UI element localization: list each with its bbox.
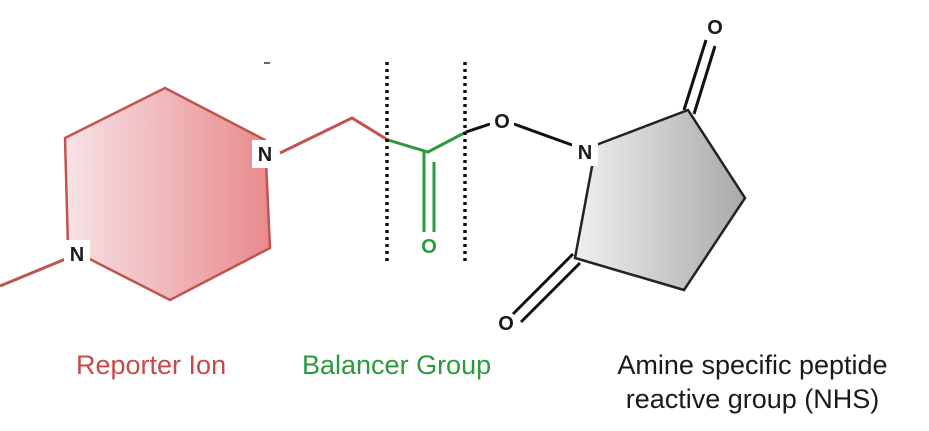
caption-amine-reactive-group: Amine specific peptide reactive group (N… [585,348,920,416]
reporter-linker-bond [279,116,389,155]
caption-amine-line2: reactive group (NHS) [625,384,880,414]
balancer-chain [387,130,467,154]
atom-n-nhs: N [578,142,592,164]
atom-o-nhs-bottom: O [498,313,514,335]
nhs-carbonyl-bottom-b [519,261,582,324]
caption-reporter-ion: Reporter Ion [76,350,227,380]
atom-o-balancer: O [421,236,437,258]
atom-o-ester: O [494,111,510,133]
atom-o-nhs-top: O [707,17,723,39]
nhs-carbonyl-top-b [692,45,717,115]
ester-bond-left [465,122,491,134]
atom-n-reporter-upper: N [258,144,272,166]
reporter-methyl-bond [0,256,69,288]
nhs-carbonyl-top-a [682,39,708,111]
nhs-ring [573,108,747,292]
caption-amine-line1: Amine specific peptide [617,350,888,380]
nhs-carbonyl-bottom-a [511,252,575,316]
atom-n-reporter-lower: N [70,244,84,266]
reporter-ring [63,86,272,302]
caption-balancer-group: Balancer Group [302,350,492,380]
ester-bond-right [513,122,573,147]
